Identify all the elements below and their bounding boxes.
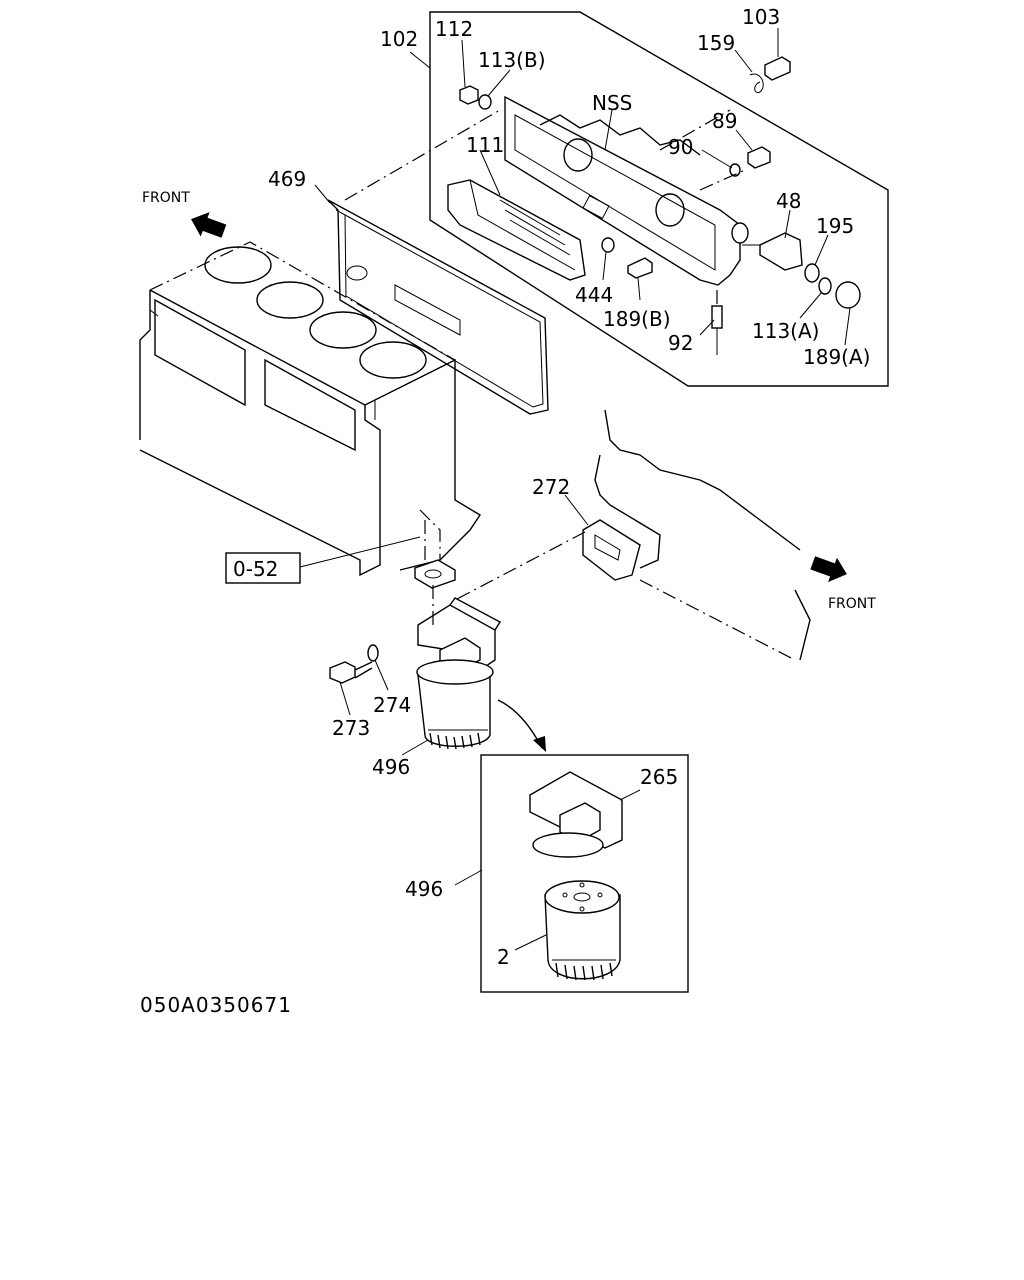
label-90: 90	[668, 135, 693, 159]
filter-head-base	[414, 559, 456, 630]
o-ring-195	[804, 263, 820, 283]
engine-block-right	[594, 409, 811, 661]
plug-103	[764, 56, 791, 81]
bolt-273	[329, 661, 373, 684]
reference-0-52: 0-52	[225, 552, 301, 584]
label-273: 273	[332, 716, 370, 740]
plug-189b	[627, 257, 653, 279]
plug-189a	[835, 281, 861, 309]
label-112: 112	[435, 17, 473, 41]
label-113a: 113(A)	[752, 319, 819, 343]
oil-cooler-element-111	[447, 179, 586, 281]
o-ring-444	[601, 237, 615, 253]
washer-90	[729, 163, 741, 177]
cooler-assembly-callout-box	[429, 11, 889, 387]
part-labels: 102 112 113(B) 103 159 NSS 89 90 111 469…	[268, 5, 870, 969]
drawing-code: 050A0350671	[140, 993, 292, 1017]
label-189b: 189(B)	[603, 307, 671, 331]
label-496-main: 496	[372, 755, 410, 779]
front-arrow-right-icon	[810, 556, 847, 583]
label-272: 272	[532, 475, 570, 499]
front-label-right: FRONT	[828, 596, 876, 612]
label-189a: 189(A)	[803, 345, 870, 369]
washer-274	[367, 644, 379, 662]
leader-lines	[299, 28, 851, 951]
front-arrow-left-icon	[191, 212, 227, 238]
valve-48	[759, 232, 803, 271]
washer-113b	[478, 94, 492, 110]
o-ring-113a	[818, 277, 832, 295]
label-195: 195	[816, 214, 854, 238]
sensor-92	[711, 305, 723, 355]
gasket-159	[749, 73, 764, 94]
label-89: 89	[712, 109, 737, 133]
filter-head-265	[529, 771, 623, 858]
gasket-272	[582, 504, 661, 581]
label-444: 444	[575, 283, 613, 307]
label-nss: NSS	[592, 91, 632, 115]
label-496-detail: 496	[405, 877, 443, 901]
plug-89	[747, 146, 771, 169]
label-159: 159	[697, 31, 735, 55]
label-48: 48	[776, 189, 801, 213]
filter-detail-box	[480, 754, 689, 993]
label-102: 102	[380, 27, 418, 51]
label-469: 469	[268, 167, 306, 191]
label-274: 274	[373, 693, 411, 717]
label-2: 2	[497, 945, 510, 969]
gasket-469	[327, 199, 549, 415]
label-111: 111	[466, 133, 504, 157]
front-label-left: FRONT	[142, 190, 190, 206]
bolt-112	[459, 85, 479, 105]
oil-filter-496	[416, 659, 494, 750]
reference-0-52-label: 0-52	[233, 557, 278, 581]
oil-cooler-body	[504, 95, 749, 286]
engine-block	[139, 241, 481, 577]
filter-element-2	[544, 880, 621, 981]
label-92: 92	[668, 331, 693, 355]
label-103: 103	[742, 5, 780, 29]
label-265: 265	[640, 765, 678, 789]
label-113b: 113(B)	[478, 48, 546, 72]
